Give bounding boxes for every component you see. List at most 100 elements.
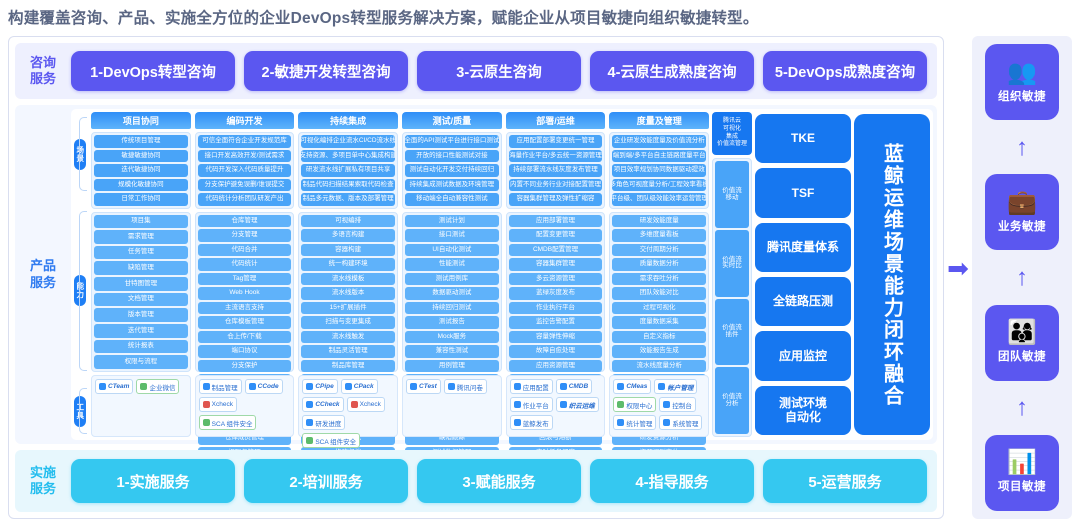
tool-logo-作业平台[interactable]: 作业平台 (509, 397, 553, 412)
capability-chip-2-1-8: 仓库模板管理 (197, 316, 292, 329)
tool-logo-Xcheck[interactable]: Xcheck (198, 397, 237, 412)
tool-icon (202, 419, 210, 426)
tool-logo-CMDB[interactable]: CMDB (555, 379, 593, 394)
capability-chip-6-1-10: 效能报告生成 (612, 345, 707, 358)
scene-chip-2-2: 接口开发高效开发/测试需求 (197, 149, 292, 162)
tool-logo-权限中心[interactable]: 权限中心 (613, 397, 657, 412)
tool-logo-织云运维[interactable]: 织云运维 (555, 397, 599, 412)
capability-chip-3-1-9: 流水线触发 (301, 330, 396, 343)
capability-chip-2-1-4: 代码统计 (197, 258, 292, 271)
implementation-button-3[interactable]: 3-赋能服务 (417, 459, 581, 503)
tool-logo-CTest[interactable]: CTest (406, 379, 441, 394)
rail-segment-工具: 工具 (72, 385, 88, 437)
tool-logo-CMeas[interactable]: CMeas (613, 379, 652, 394)
capability-chip-3-1-3: 容器构建 (301, 243, 396, 256)
tool-icon (306, 437, 314, 444)
implementation-button-1[interactable]: 1-实施服务 (71, 459, 235, 503)
implementation-button-5[interactable]: 5-运营服务 (763, 459, 927, 503)
tool-logo-SCA 组件安全[interactable]: SCA 组件安全 (198, 415, 257, 430)
ladder-step-项目敏捷[interactable]: 📊项目敏捷 (985, 434, 1059, 511)
scene-chip-4-1: 全面的API测试平台进行接口测试 (405, 135, 499, 148)
capability-chip-6-1-2: 多维度量看板 (612, 229, 707, 242)
scene-chip-2-4: 分支保护避免误删/谁误提交 (197, 178, 292, 191)
tool-logo-Xcheck[interactable]: Xcheck (346, 397, 385, 412)
scene-column-6: 企业研发效能度量及价值流分析端到端/多平台自主链路度量平台项目效率规划协同数据驱… (609, 132, 710, 209)
capability-chip-6-1-8: 度量数据采集 (612, 316, 707, 329)
tool-logo-研发进度[interactable]: 研发进度 (302, 415, 346, 430)
tool-icon (658, 383, 666, 390)
implementation-button-4[interactable]: 4-指导服务 (590, 459, 754, 503)
project-flow-icon: 📊 (1007, 449, 1037, 477)
tool-logo-应用配置[interactable]: 应用配置 (509, 379, 553, 394)
tool-logo-SCA 组件安全[interactable]: SCA 组件安全 (302, 433, 361, 448)
platform-button-1[interactable]: TKE (755, 114, 851, 164)
consulting-button-1[interactable]: 1-DevOps转型咨询 (71, 51, 235, 91)
tool-label: CTest (419, 383, 437, 390)
tool-logo-CTeam[interactable]: CTeam (95, 379, 134, 394)
column-header-5: 部署/运维 (505, 112, 606, 129)
tool-logo-系统管理[interactable]: 系统管理 (659, 415, 703, 430)
scene-chip-6-3: 项目效率规划协同数据驱动提效 (612, 164, 707, 177)
tool-logo-帐户管理[interactable]: 帐户管理 (654, 379, 698, 394)
consulting-button-3[interactable]: 3-云原生咨询 (417, 51, 581, 91)
tool-logo-企业微信[interactable]: 企业微信 (136, 379, 180, 394)
tool-label: 帐户管理 (667, 384, 694, 392)
capability-chip-3-1-2: 多语言构建 (301, 229, 396, 242)
platform-button-6[interactable]: 测试环境自动化 (755, 385, 851, 435)
tool-logo-制品管理[interactable]: 制品管理 (198, 379, 242, 394)
platform-button-2[interactable]: TSF (755, 168, 851, 218)
tool-logo-统计管理[interactable]: 统计管理 (613, 415, 657, 430)
implementation-band-label: 实施服务 (29, 464, 56, 496)
scene-chip-1-5: 日常工作协同 (94, 193, 188, 206)
tool-logo-CCode[interactable]: CCode (244, 379, 283, 394)
consulting-button-4[interactable]: 4-云原生成熟度咨询 (590, 51, 754, 91)
tool-icon (306, 419, 314, 426)
tool-label: 控制台 (672, 402, 692, 410)
product-inner-panel: 场景能力工具 项目协同编码开发持续集成测试/质量部署/运维度量及管理 传统项目管… (71, 109, 933, 503)
ladder-step-团队敏捷[interactable]: 👨‍👩‍👦团队敏捷 (985, 304, 1059, 381)
column-header-2: 编码开发 (194, 112, 295, 129)
scene-column-1: 传统项目管理敏捷敏捷协同迭代敏捷协同规模化敏捷协同日常工作协同 (91, 132, 191, 209)
platform-button-5[interactable]: 应用监控 (755, 331, 851, 381)
tool-logo-CCheck[interactable]: CCheck (302, 397, 344, 412)
tool-label: 系统管理 (672, 420, 699, 428)
capability-chip-2-1-5: Tag管理 (197, 272, 292, 285)
tool-label: 研发进度 (315, 420, 342, 428)
platform-button-4[interactable]: 全链路压测 (755, 276, 851, 327)
section-rail: 场景能力工具 (72, 112, 88, 437)
scene-chip-3-1: 可视化编排企业流水CI/CD流水线 (301, 135, 396, 148)
value-stream-chip-2: 价值流实时比 (715, 229, 749, 297)
capability-chip-5-2-1: 应用资源管理 (508, 359, 603, 372)
capability-chip-2-1-9: 仓上传/下载 (197, 330, 292, 343)
tool-icon (306, 401, 314, 408)
capability-chip-2-2-1: 分支保护 (197, 359, 292, 372)
platform-button-3[interactable]: 腾讯度量体系 (755, 222, 851, 272)
scene-chip-2-5: 代码统计分析团队研发产出 (197, 193, 292, 206)
ladder-step-组织敏捷[interactable]: 👥组织敏捷 (985, 44, 1059, 120)
scene-chip-4-5: 移动端全自动兼容性测试 (405, 193, 499, 206)
capability-subcolumn-1-1: 项目集需求管理任务管理缺陷管理甘特图管理文档管理版本管理迭代管理统计报表权限与流… (94, 214, 188, 370)
tool-label: SCA 组件安全 (211, 420, 253, 428)
tool-logo-CPack[interactable]: CPack (340, 379, 378, 394)
value-stream-chip-3: 价值流插件 (715, 298, 749, 366)
implementation-button-2[interactable]: 2-培训服务 (244, 459, 408, 503)
tool-logo-控制台[interactable]: 控制台 (659, 397, 696, 412)
scene-chip-3-3: 研发流水线扩展私有项目共享 (301, 164, 396, 177)
capability-chip-6-2-1: 流水线度量分析 (612, 359, 707, 372)
capability-chip-5-1-6: 蓝绿灰度发布 (508, 287, 603, 300)
consulting-button-5[interactable]: 5-DevOps成熟度咨询 (763, 51, 927, 91)
ladder-step-label: 团队敏捷 (998, 351, 1046, 364)
ladder-step-业务敏捷[interactable]: 💼业务敏捷 (985, 174, 1059, 251)
capability-chip-5-1-9: 容量弹性伸缩 (508, 330, 603, 343)
tool-logo-CPipe[interactable]: CPipe (302, 379, 338, 394)
consulting-button-2[interactable]: 2-敏捷开发转型咨询 (244, 51, 408, 91)
tool-logo-蓝鲸发布[interactable]: 蓝鲸发布 (509, 415, 553, 430)
tool-logo-腾讯问卷[interactable]: 腾讯问卷 (443, 379, 487, 394)
